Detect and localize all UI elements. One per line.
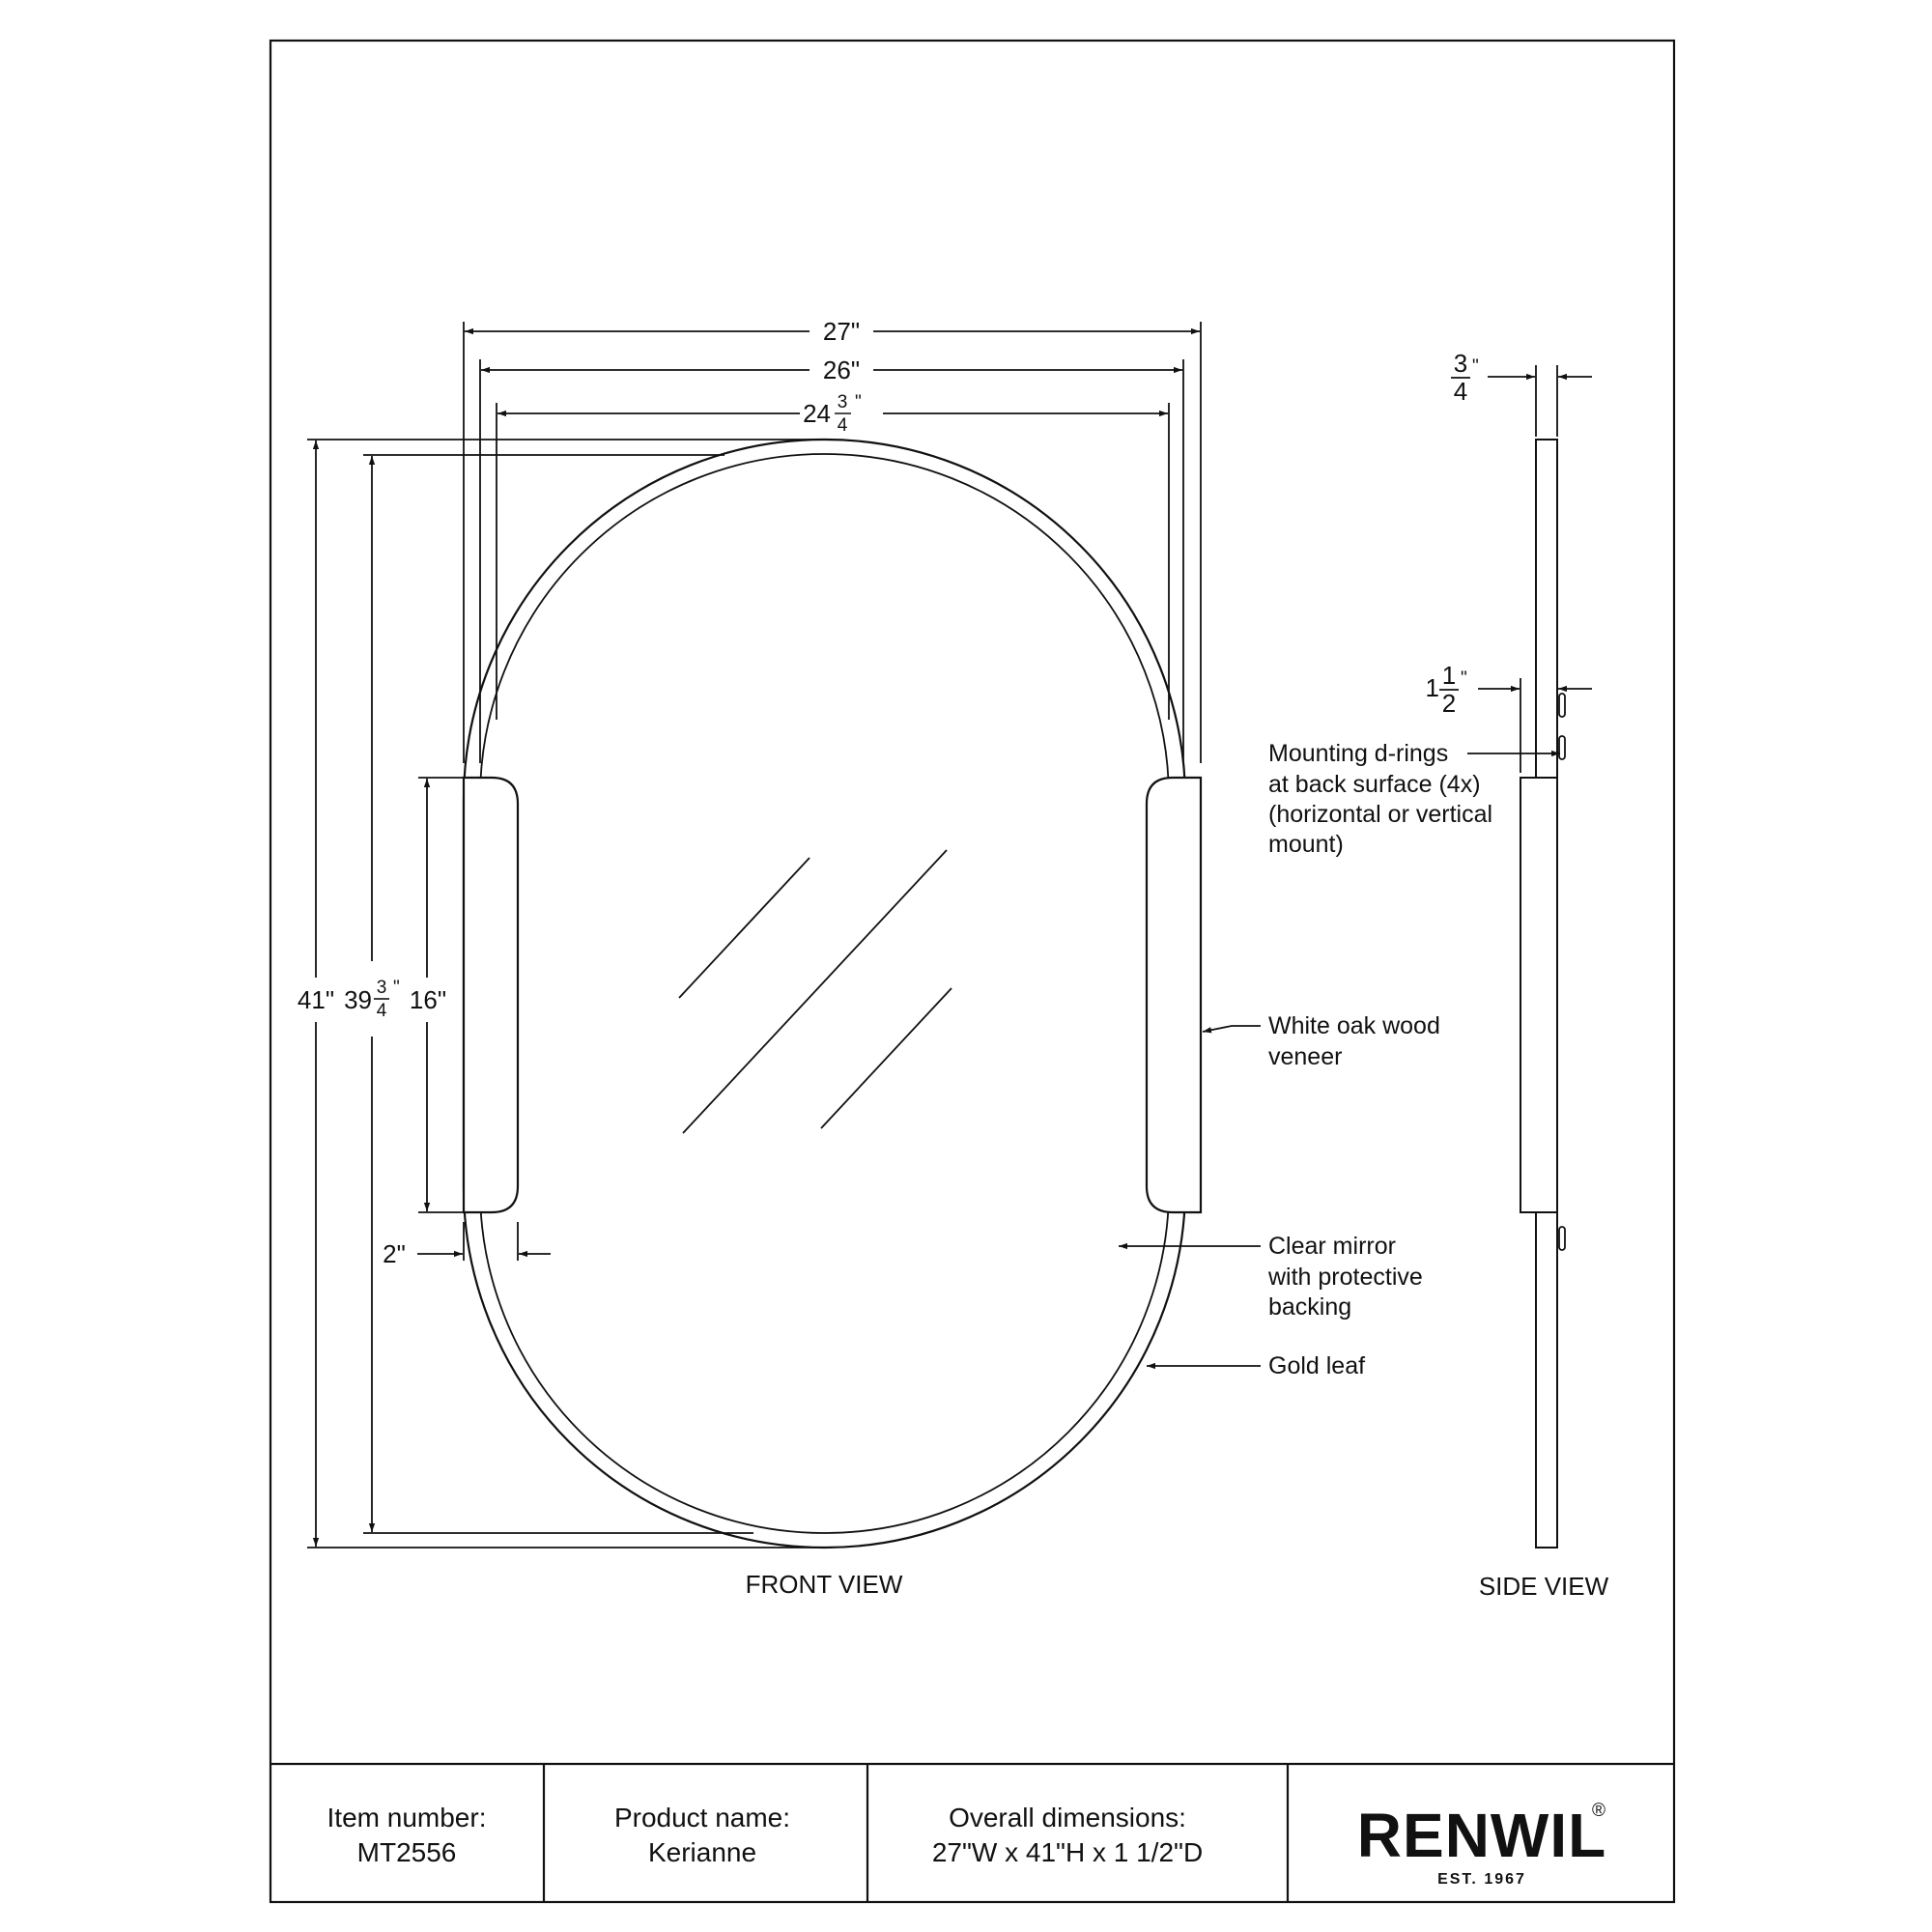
veneer-callout-2: veneer: [1268, 1043, 1342, 1070]
side-1-1-2-den: 2: [1442, 689, 1456, 718]
reflection-line: [682, 849, 948, 1134]
product-name-value: Kerianne: [648, 1837, 756, 1867]
dim-41-label: 41": [298, 985, 334, 1014]
side-1-1-2-num: 1: [1442, 661, 1456, 690]
side-1-1-2-whole: 1: [1426, 673, 1439, 702]
callouts: Mounting d-rings at back surface (4x) (h…: [1119, 740, 1560, 1379]
dim-24-frac-den: 4: [838, 415, 848, 436]
d-ring: [1558, 693, 1566, 718]
dim-39-frac-den: 4: [377, 1001, 387, 1021]
d-ring-callout-2: at back surface (4x): [1268, 771, 1481, 798]
title-block: Item number: MT2556 Product name: Kerian…: [270, 1762, 1674, 1902]
svg-text:": ": [1461, 668, 1467, 689]
dim-24-frac-num: 3: [838, 392, 848, 412]
overall-dimensions-value: 27"W x 41"H x 1 1/2"D: [932, 1837, 1203, 1867]
brand-established: EST. 1967: [1437, 1871, 1526, 1888]
reflection-line: [820, 987, 952, 1129]
dim-27-label: 27": [823, 317, 860, 346]
dim-24-label: 24: [803, 399, 831, 428]
mirror-callout-1: Clear mirror: [1268, 1233, 1396, 1260]
side-handle: [1520, 777, 1558, 1213]
dim-39-frac-num: 3: [377, 978, 387, 998]
mirror-outer-frame: [462, 438, 1187, 1549]
svg-text:": ": [393, 978, 400, 998]
reflection-line: [678, 857, 810, 999]
dim-16-label: 16": [410, 985, 446, 1014]
sheet-border: [269, 39, 1676, 1904]
d-ring-callout-1: Mounting d-rings: [1268, 740, 1448, 767]
brand-registered-mark: ®: [1592, 1801, 1605, 1821]
mirror-callout-3: backing: [1268, 1293, 1351, 1321]
gold-callout: Gold leaf: [1268, 1352, 1365, 1379]
product-name-label: Product name:: [614, 1803, 790, 1833]
veneer-callout-1: White oak wood: [1268, 1012, 1440, 1039]
svg-text:": ": [1472, 356, 1479, 377]
svg-text:": ": [855, 392, 862, 412]
left-handle: [462, 776, 520, 1214]
right-handle: [1145, 776, 1203, 1214]
side-3-4-num: 3: [1454, 349, 1467, 378]
front-view: 27" 26" 24 3 4 " 41" 39 3 4 " 16" 2" FRO…: [298, 317, 1203, 1599]
side-view: 3 4 " 1 1 2 " SIDE VIEW: [1426, 349, 1609, 1601]
item-number-label: Item number:: [327, 1803, 487, 1833]
side-3-4-den: 4: [1454, 377, 1467, 406]
dim-2-label: 2": [383, 1239, 406, 1268]
dim-26-label: 26": [823, 355, 860, 384]
brand-logo: RENWIL: [1357, 1801, 1606, 1870]
overall-dimensions-label: Overall dimensions:: [949, 1803, 1186, 1833]
dim-39-label: 39: [344, 985, 372, 1014]
side-view-label: SIDE VIEW: [1479, 1572, 1609, 1601]
d-ring: [1558, 735, 1566, 760]
front-view-label: FRONT VIEW: [746, 1570, 903, 1599]
mirror-glass-edge: [479, 453, 1170, 1534]
d-ring-callout-4: mount): [1268, 831, 1344, 858]
d-ring-callout-3: (horizontal or vertical: [1268, 801, 1492, 828]
d-ring: [1558, 1226, 1566, 1251]
item-number-value: MT2556: [357, 1837, 457, 1867]
veneer-leader: [1202, 1025, 1261, 1034]
mirror-callout-2: with protective: [1267, 1264, 1423, 1291]
